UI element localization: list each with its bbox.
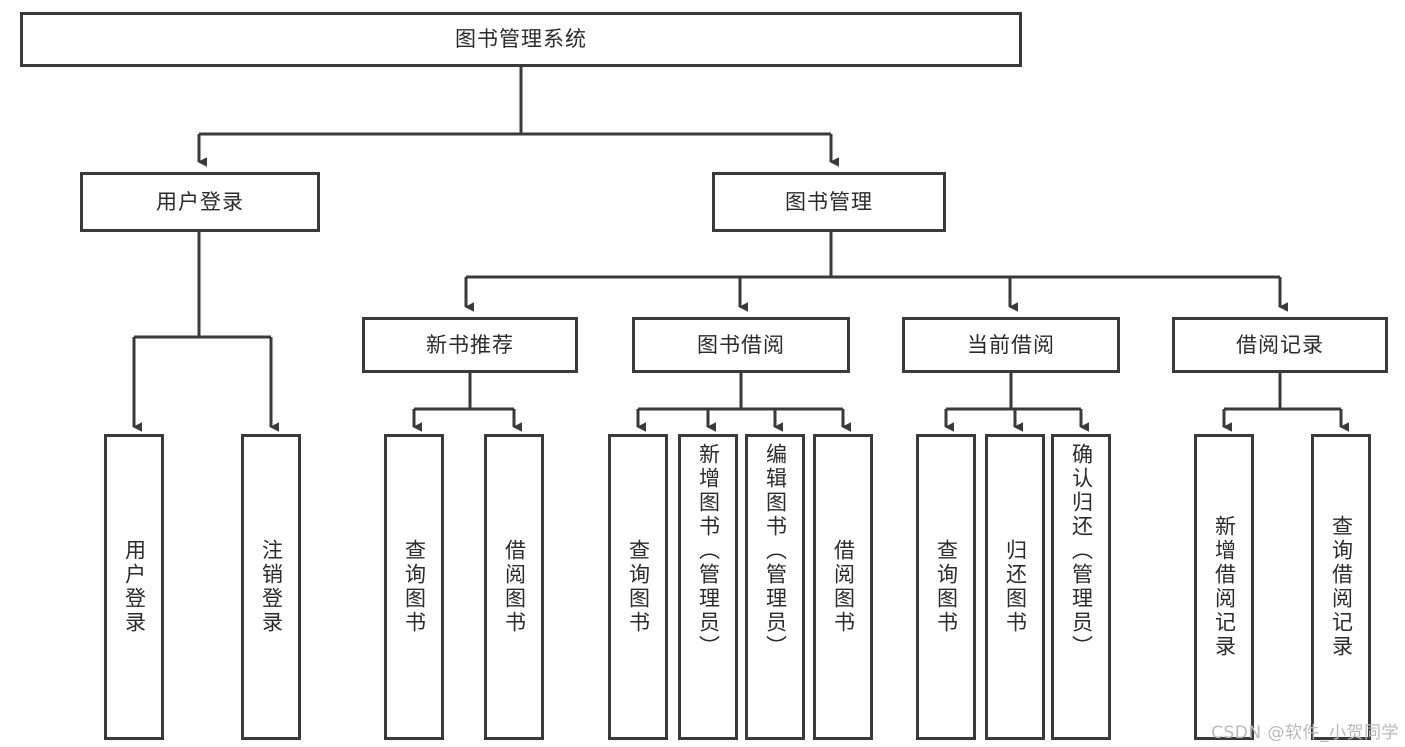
node-current-borrow[interactable]: 当前借阅 <box>902 317 1120 373</box>
leaf-add-book-admin[interactable]: 新增图书（管理员） <box>678 434 738 740</box>
leaf-confirm-return-admin[interactable]: 确认归还（管理员） <box>1051 434 1111 740</box>
leaf-add-book-admin-label: 新增图书（管理员） <box>696 443 721 659</box>
leaf-query-book-current-label: 查询图书 <box>934 539 959 635</box>
leaf-user-login[interactable]: 用户登录 <box>104 434 164 740</box>
node-user-login[interactable]: 用户登录 <box>80 172 320 232</box>
node-book-management-label: 图书管理 <box>785 189 873 214</box>
leaf-borrow-book-recommend-label: 借阅图书 <box>502 539 527 635</box>
node-book-borrow[interactable]: 图书借阅 <box>632 317 850 373</box>
leaf-confirm-return-admin-label: 确认归还（管理员） <box>1069 443 1094 659</box>
node-borrow-record[interactable]: 借阅记录 <box>1172 317 1388 373</box>
node-root-label: 图书管理系统 <box>455 27 587 52</box>
leaf-borrow-book-recommend[interactable]: 借阅图书 <box>484 434 544 740</box>
leaf-query-borrow-record[interactable]: 查询借阅记录 <box>1311 434 1371 740</box>
leaf-borrow-book-label: 借阅图书 <box>831 539 856 635</box>
leaf-query-borrow-record-label: 查询借阅记录 <box>1329 515 1354 659</box>
node-book-borrow-label: 图书借阅 <box>697 332 785 357</box>
leaf-edit-book-admin[interactable]: 编辑图书（管理员） <box>745 434 805 740</box>
watermark-text: CSDN @软件_小贺同学 <box>1211 723 1399 743</box>
leaf-return-book-label: 归还图书 <box>1003 539 1028 635</box>
leaf-query-book-current[interactable]: 查询图书 <box>916 434 976 740</box>
node-current-borrow-label: 当前借阅 <box>967 332 1055 357</box>
node-user-login-label: 用户登录 <box>156 189 244 214</box>
leaf-logout-label: 注销登录 <box>259 539 284 635</box>
leaf-query-book-borrow[interactable]: 查询图书 <box>608 434 668 740</box>
leaf-query-book-recommend[interactable]: 查询图书 <box>384 434 444 740</box>
leaf-add-borrow-record[interactable]: 新增借阅记录 <box>1194 434 1254 740</box>
leaf-add-borrow-record-label: 新增借阅记录 <box>1212 515 1237 659</box>
leaf-logout[interactable]: 注销登录 <box>241 434 301 740</box>
leaf-borrow-book[interactable]: 借阅图书 <box>813 434 873 740</box>
leaf-edit-book-admin-label: 编辑图书（管理员） <box>763 443 788 659</box>
node-new-book-recommend-label: 新书推荐 <box>426 332 514 357</box>
node-new-book-recommend[interactable]: 新书推荐 <box>362 317 578 373</box>
leaf-user-login-label: 用户登录 <box>122 539 147 635</box>
leaf-return-book[interactable]: 归还图书 <box>985 434 1045 740</box>
node-root[interactable]: 图书管理系统 <box>20 12 1022 67</box>
leaf-query-book-recommend-label: 查询图书 <box>402 539 427 635</box>
node-book-management[interactable]: 图书管理 <box>712 172 946 232</box>
leaf-query-book-borrow-label: 查询图书 <box>626 539 651 635</box>
node-borrow-record-label: 借阅记录 <box>1236 332 1324 357</box>
